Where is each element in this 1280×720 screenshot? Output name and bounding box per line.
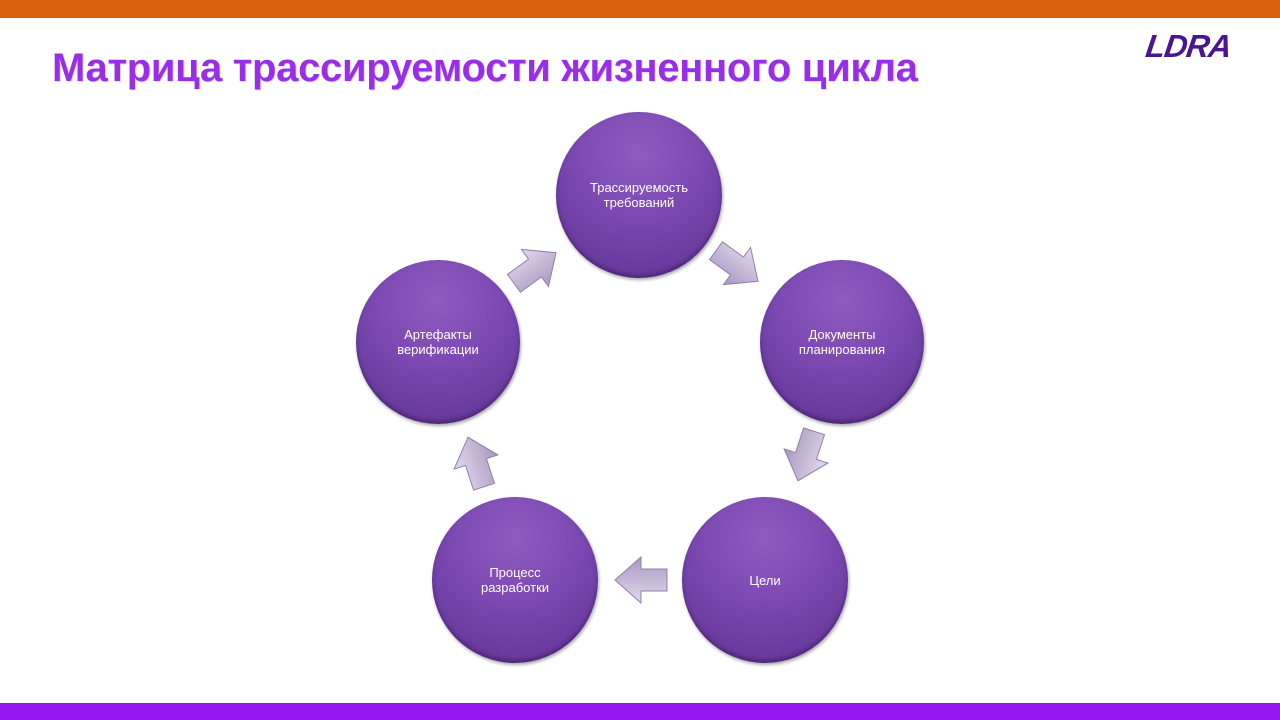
cycle-arrow-icon bbox=[506, 248, 557, 293]
node-label: Цели bbox=[749, 572, 781, 588]
cycle-node-planning-documents: Документы планирования bbox=[760, 260, 924, 424]
cycle-node-objectives: Цели bbox=[682, 497, 848, 663]
cycle-node-development-process: Процесс разработки bbox=[432, 497, 598, 663]
cycle-arrow-icon bbox=[453, 436, 500, 491]
cycle-arrow-icon bbox=[614, 555, 668, 605]
cycle-arrow-icon bbox=[708, 241, 759, 286]
node-label: Процесс разработки bbox=[480, 565, 550, 595]
node-label: Трассируемость требований bbox=[590, 180, 688, 210]
top-accent-bar bbox=[0, 0, 1280, 18]
slide-title: Матрица трассируемости жизненного цикла bbox=[52, 46, 918, 90]
node-label: Артефакты верификации bbox=[397, 327, 479, 357]
ldra-logo: LDRA bbox=[1143, 28, 1234, 64]
cycle-node-verification-artifacts: Артефакты верификации bbox=[356, 260, 520, 424]
cycle-arrow-icon bbox=[783, 427, 830, 482]
bottom-accent-bar bbox=[0, 703, 1280, 720]
cycle-node-requirements-traceability: Трассируемость требований bbox=[556, 112, 722, 278]
node-label: Документы планирования bbox=[798, 327, 886, 357]
